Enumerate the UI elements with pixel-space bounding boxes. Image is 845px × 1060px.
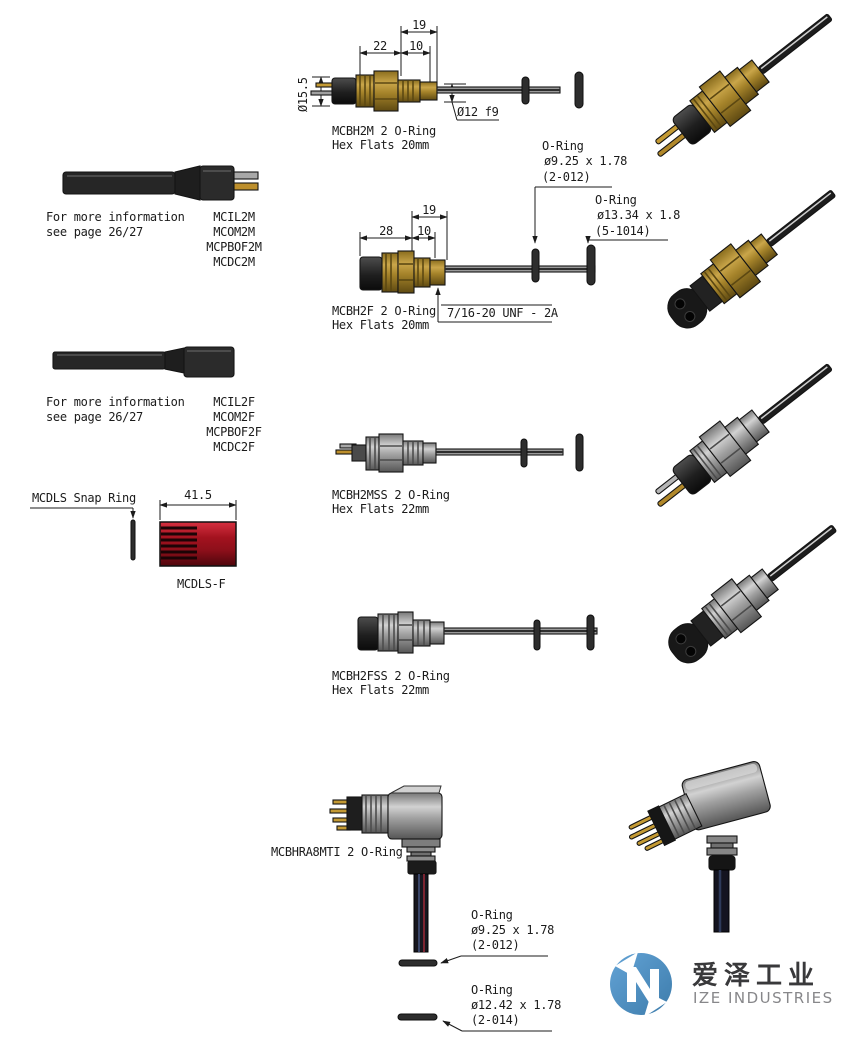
part-number: MCPBOF2F — [206, 425, 262, 439]
oring-note-2012-bottom-title: O-Ring — [471, 908, 513, 922]
oring-note-51014-size: ø13.34 x 1.8 — [597, 208, 681, 222]
info-female-text: For more information see page 26/27 — [46, 395, 185, 425]
mcbh2mss-drawing — [335, 433, 564, 473]
oring-note-2012-bottom-leader — [398, 955, 548, 967]
info-male-parts: MCIL2M MCOM2M MCPBOF2M MCDC2M — [195, 210, 273, 270]
oring-note-2014-size: ø12.42 x 1.78 — [471, 998, 562, 1012]
oring-note-2012-bottom-code: (2-012) — [471, 938, 520, 952]
mcbh2f-label-2: Hex Flats 20mm — [332, 318, 429, 332]
oring-note-2012-top-leader — [532, 186, 612, 244]
mcbh2m-dim-19: 19 — [412, 18, 426, 32]
mcbh2m-dim-10: 10 — [409, 39, 423, 53]
logo-name-en: IZE INDUSTRIES — [693, 989, 834, 1007]
mcbhra8mti-drawing — [329, 785, 443, 953]
info-female-line1: For more information — [46, 395, 185, 409]
oring-note-2014-title: O-Ring — [471, 983, 513, 997]
info-male-text: For more information see page 26/27 — [46, 210, 185, 240]
mcdls-snap-ring-leader — [30, 507, 136, 561]
oring-note-51014-code: (5-1014) — [595, 224, 651, 238]
mcdls-f-label: MCDLS-F — [177, 577, 226, 591]
part-number: MCIL2F — [213, 395, 255, 409]
mcbh2mss-label-1: MCBH2MSS 2 O-Ring — [332, 488, 450, 502]
mcdls-snap-ring — [130, 519, 136, 561]
info-female-parts: MCIL2F MCOM2F MCPBOF2F MCDC2F — [195, 395, 273, 455]
mcbh2f-dim-28: 28 — [379, 224, 393, 238]
render-mcbh2m — [655, 13, 833, 157]
mcdls-snap-ring-label: MCDLS Snap Ring — [32, 491, 136, 505]
mcdls-f-drawing — [159, 500, 237, 567]
oring-note-2012-top-code: (2-012) — [542, 170, 591, 184]
mcbh2f-thread-callout: 7/16-20 UNF - 2A — [447, 306, 558, 320]
mcdls-dim-415: 41.5 — [184, 488, 212, 502]
mcbh2f-dim-19: 19 — [422, 203, 436, 217]
mcil2m-cable-drawing — [62, 165, 259, 201]
oring-note-2014-code: (2-014) — [471, 1013, 520, 1027]
mcbh2m-label-2: Hex Flats 20mm — [332, 138, 429, 152]
mcbh2mss-orings — [520, 433, 584, 472]
mcil2f-cable-drawing — [52, 346, 235, 378]
oring-note-2012-top-title: O-Ring — [542, 139, 584, 153]
mcbhra8mti-label: MCBHRA8MTI 2 O-Ring — [271, 845, 403, 859]
render-mcbhra8mti — [628, 761, 771, 933]
info-female-line2: see page 26/27 — [46, 410, 143, 424]
mcbh2f-orings — [531, 244, 596, 286]
mcbh2fss-label-2: Hex Flats 22mm — [332, 683, 429, 697]
mcbh2mss-label-2: Hex Flats 22mm — [332, 502, 429, 516]
render-mcbh2f — [667, 190, 836, 329]
mcbh2fss-orings — [533, 614, 595, 651]
mcbh2m-drawing — [310, 26, 561, 121]
part-number: MCOM2F — [213, 410, 255, 424]
mcbh2m-orings — [521, 71, 584, 109]
part-number: MCDC2M — [213, 255, 255, 269]
mcbh2m-label-1: MCBH2M 2 O-Ring — [332, 124, 436, 138]
mcbh2m-dim-22: 22 — [373, 39, 387, 53]
part-number: MCDC2F — [213, 440, 255, 454]
part-number: MCPBOF2M — [206, 240, 262, 254]
oring-note-2012-top-size: ø9.25 x 1.78 — [544, 154, 628, 168]
mcbh2f-dim-10: 10 — [417, 224, 431, 238]
mcbh2fss-label-1: MCBH2FSS 2 O-Ring — [332, 669, 450, 683]
render-mcbh2fss — [668, 525, 837, 664]
part-number: MCOM2M — [213, 225, 255, 239]
mcbh2m-dim-shaft: Ø12 f9 — [457, 105, 499, 119]
oring-note-51014-leader — [585, 235, 668, 244]
part-number: MCIL2M — [213, 210, 255, 224]
oring-note-51014-title: O-Ring — [595, 193, 637, 207]
mcbh2fss-drawing — [357, 611, 598, 654]
render-mcbh2mss — [655, 363, 833, 507]
mcbh2f-label-1: MCBH2F 2 O-Ring — [332, 304, 436, 318]
logo-name-cn: 爱泽工业 — [692, 961, 821, 991]
ize-logo-mark — [610, 952, 672, 1017]
oring-note-2014-leader — [397, 1013, 552, 1032]
mcbh2f-drawing — [359, 211, 596, 323]
oring-note-2012-bottom-size: ø9.25 x 1.78 — [471, 923, 555, 937]
mcbh2m-dim-diameter: Ø15.5 — [296, 77, 310, 112]
info-male-line2: see page 26/27 — [46, 225, 143, 239]
info-male-line1: For more information — [46, 210, 185, 224]
